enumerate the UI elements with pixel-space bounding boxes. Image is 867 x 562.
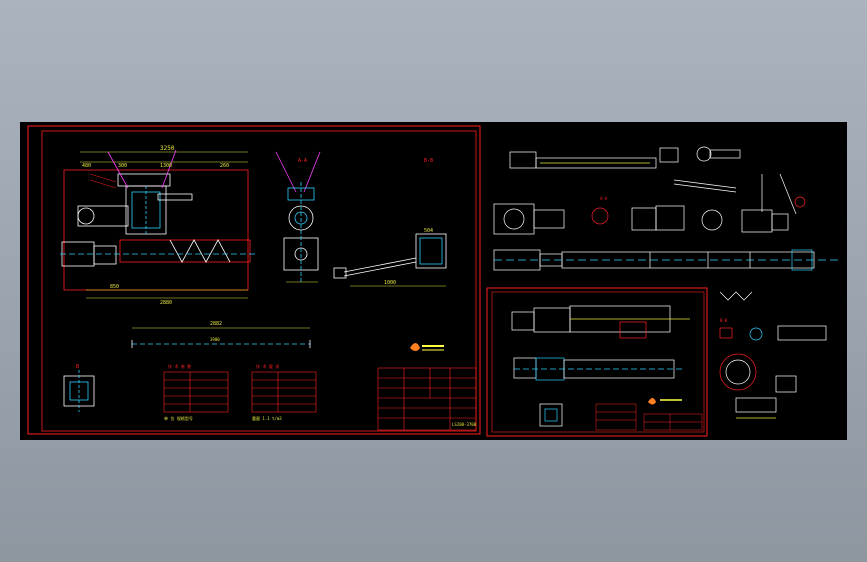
layout-sub: 3900 bbox=[210, 337, 220, 342]
table-left-title: 技 术 参 数 bbox=[168, 363, 191, 369]
layout-dim: 2882 bbox=[210, 321, 222, 327]
table-right-title: 技 术 要 求 bbox=[256, 363, 279, 369]
layout-line-view bbox=[131, 327, 311, 348]
sheet-2-inner-frame bbox=[491, 291, 705, 433]
dim-bottom-1: 850 bbox=[110, 284, 119, 290]
sheet-2-views bbox=[511, 305, 690, 427]
sheet-1-outer-border bbox=[27, 125, 481, 435]
sheet2-label-2: B-B bbox=[720, 318, 728, 323]
title-block bbox=[377, 367, 477, 431]
section-label-a: A-A bbox=[298, 158, 307, 164]
side-dim-1: 504 bbox=[424, 228, 433, 234]
detail-view-b bbox=[63, 370, 95, 412]
sheet2-label-1: A-A bbox=[600, 196, 608, 201]
cad-canvas: 3250 480 300 1300 260 850 2880 A-A bbox=[27, 125, 840, 437]
main-elevation-view bbox=[60, 149, 256, 299]
side-section-view bbox=[275, 151, 321, 283]
sheet-2: A-A bbox=[486, 146, 840, 437]
side-view-b bbox=[333, 233, 447, 287]
cad-drawing-viewport[interactable]: 3250 480 300 1300 260 850 2880 A-A bbox=[20, 122, 847, 440]
top-dim-label: 3250 bbox=[160, 145, 175, 152]
dim-bottom-2: 2880 bbox=[160, 300, 172, 306]
detail-label: B bbox=[76, 364, 79, 370]
sheet-2-table bbox=[595, 403, 703, 431]
company-logo bbox=[410, 343, 444, 351]
dim-top-2: 300 bbox=[118, 163, 127, 169]
dim-top-1: 480 bbox=[82, 163, 91, 169]
sheet-2-logo bbox=[648, 398, 682, 405]
note-left: 单 位 规格型号 bbox=[164, 415, 193, 421]
sheet-1: 3250 480 300 1300 260 850 2880 A-A bbox=[27, 125, 481, 435]
right-detail-parts bbox=[719, 291, 827, 419]
parameter-table-right bbox=[251, 371, 317, 413]
dim-top-3: 1300 bbox=[160, 163, 172, 169]
parameter-table-left bbox=[163, 371, 229, 413]
section-label-b: B-B bbox=[424, 158, 433, 164]
sheet-1-inner-border bbox=[41, 130, 477, 432]
sheet-2-frame bbox=[486, 287, 708, 437]
side-dim-2: 1000 bbox=[384, 280, 396, 286]
dim-top-4: 260 bbox=[220, 163, 229, 169]
note-right: 重量 1.1 t/m3 bbox=[252, 415, 282, 421]
upper-assembly-views bbox=[493, 146, 840, 271]
title-block-code: LS200-3700 bbox=[452, 422, 477, 427]
